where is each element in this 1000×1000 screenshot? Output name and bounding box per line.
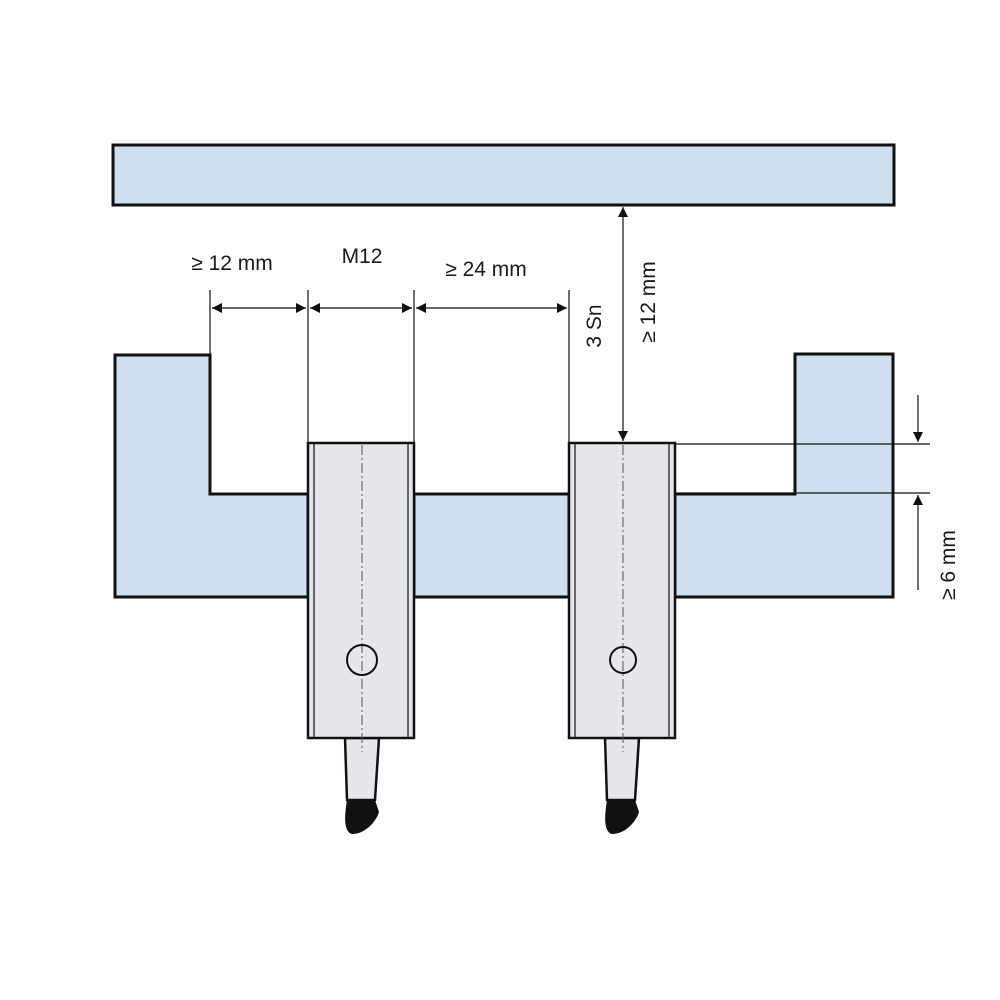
label-sensor-spacing: ≥ 24 mm [445,258,527,281]
sensor-right [567,441,677,834]
label-side-clearance: ≥ 12 mm [191,252,273,275]
sensor-right-body [567,441,677,740]
mounting-bracket [113,353,310,599]
label-protrusion: ≥ 6 mm [937,530,960,600]
label-target-clearance: ≥ 12 mm [637,261,660,343]
label-sensing-distance: 3 Sn [583,304,606,347]
sensor-right-cable-end [605,800,639,834]
sensor-left-led [346,644,378,676]
bracket-right-section [673,352,895,599]
sensor-left [306,441,416,834]
sensor-left-body [306,441,416,740]
sensor-right-cable [603,736,641,802]
label-thread-size: M12 [342,245,383,268]
bracket-middle-section [412,492,571,599]
target-plate [111,143,896,207]
sensor-left-cable-end [345,800,379,834]
sensor-right-led [609,646,637,674]
